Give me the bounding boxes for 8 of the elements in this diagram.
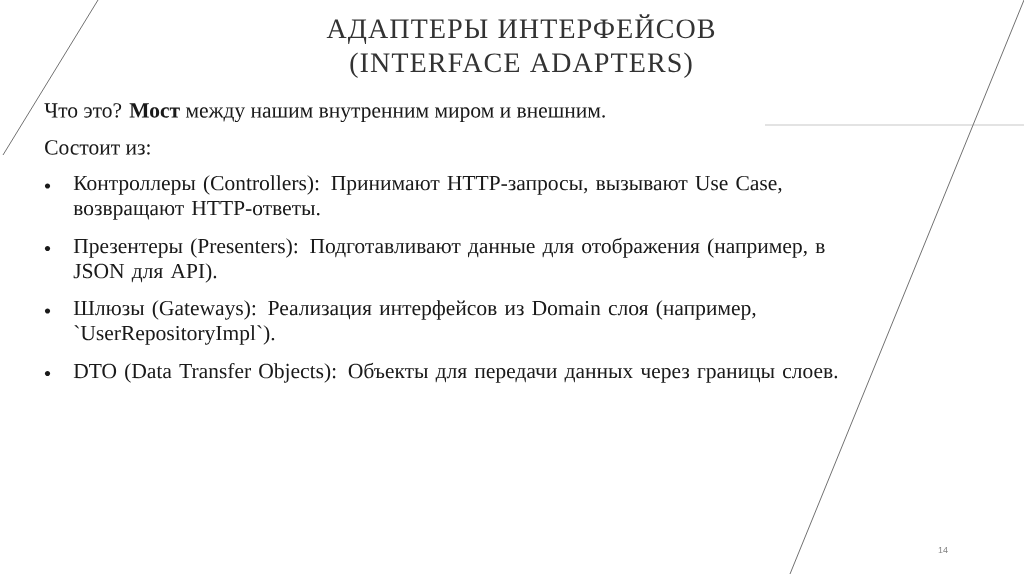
bullet-item: Шлюзы (Gateways): Реализация интерфейсов из Domain слоя (например, `UserRepositoryImpl`).: [73, 300, 756, 345]
paragraph: Что это? Мост между нашим внутренним миром и внешним.: [44, 103, 605, 123]
bullet-item: DTO (Data Transfer Objects): Объекты для передачи данных через границы слоев.: [73, 362, 838, 383]
bullet-item: Контроллеры (Controllers): Принимают HTTP-запросы, вызывают Use Case, возвращают HTTP-ответы.: [73, 175, 782, 220]
page-number: 14: [938, 546, 948, 554]
paragraph: Состоит из:: [45, 140, 150, 155]
bullet-item: Презентеры (Presenters): Подготавливают данные для отображения (например, в JSON для API).: [73, 237, 825, 283]
slide-title: АДАПТЕРЫ ИНТЕРФЕЙСОВ (INTERFACE ADAPTERS): [326, 14, 715, 78]
